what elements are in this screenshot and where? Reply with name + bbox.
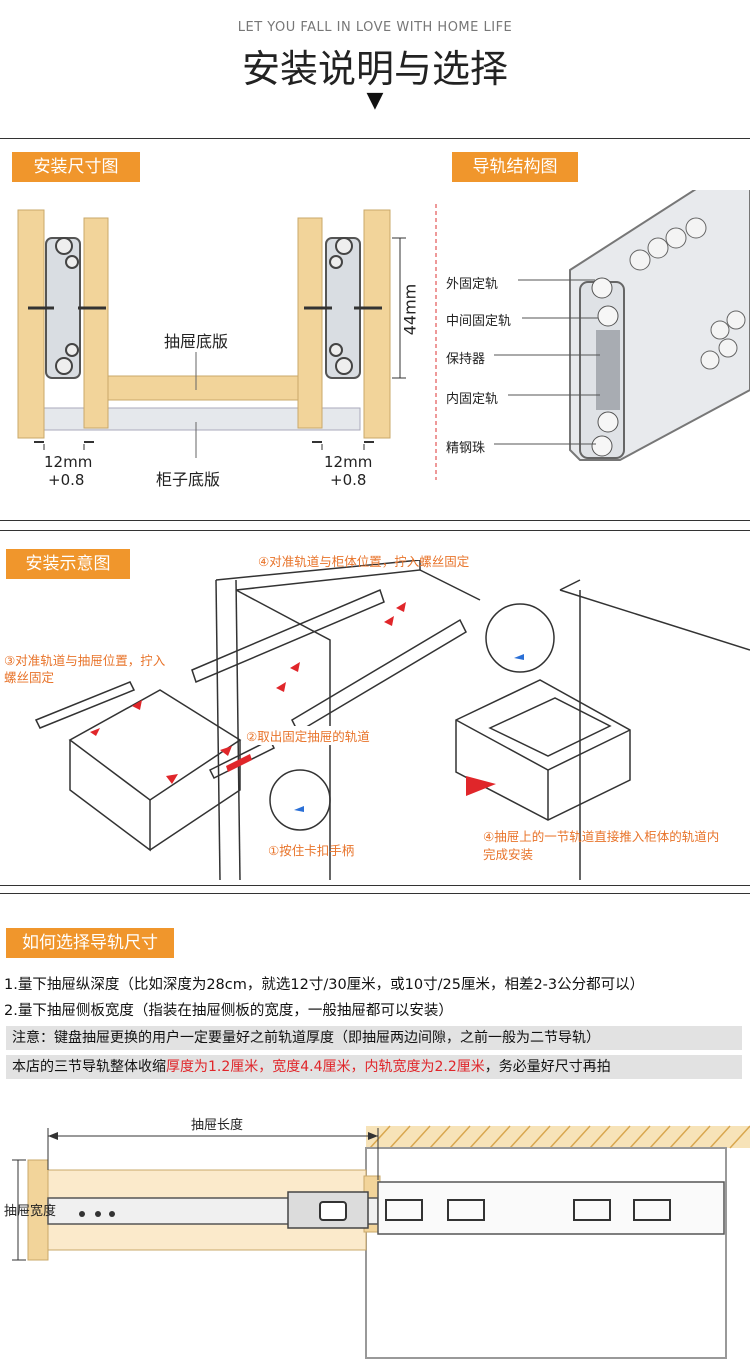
tag-how-to-choose: 如何选择导轨尺寸: [6, 928, 174, 958]
rail-label-balls: 精钢珠: [446, 441, 486, 456]
step4b-line1: ④抽屉上的一节轨道直接推入柜体的轨道内: [483, 829, 720, 844]
rail-label-inner: 内固定轨: [446, 392, 499, 407]
rail-label-retainer: 保持器: [446, 352, 486, 367]
drawer-length-label: 抽屉长度: [188, 1114, 247, 1133]
note2-end: ，务必量好尺寸再拍: [484, 1059, 611, 1075]
cabinet-bottom-label: 柜子底版: [156, 470, 221, 489]
down-arrow-icon: ▼: [366, 88, 384, 113]
rail-structure-diagram: [435, 190, 750, 480]
rail-label-outer: 外固定轨: [446, 277, 499, 292]
divider: [0, 893, 750, 894]
divider: [0, 885, 750, 886]
install-size-diagram: [17, 209, 406, 458]
divider: [0, 520, 750, 521]
rail-label-middle: 中间固定轨: [446, 314, 512, 329]
instruction-line-2: 2.量下抽屉侧板宽度（指装在抽屉侧板的宽度，一般抽屉都可以安装）: [4, 1003, 453, 1019]
gap-right-label: 12mm: [324, 453, 373, 471]
step3-label: ③对准轨道与抽屉位置，拧入 螺丝固定: [4, 652, 165, 686]
instruction-line-1: 1.量下抽屉纵深度（比如深度为28cm，就选12寸/30厘米，或10寸/25厘米…: [4, 977, 645, 993]
tag-install-guide: 安装示意图: [6, 549, 130, 579]
tag-rail-structure: 导轨结构图: [452, 152, 578, 182]
drawer-width-label: 抽屉宽度: [4, 1204, 57, 1219]
gap-left-label: 12mm: [44, 453, 93, 471]
note2-start: 本店的三节导轨整体收缩: [12, 1059, 166, 1075]
divider: [0, 530, 750, 531]
step3-line1: ③对准轨道与抽屉位置，拧入: [4, 653, 166, 668]
step2-label: ②取出固定抽屉的轨道: [246, 726, 370, 745]
install-guide-diagram: [34, 560, 750, 880]
step4-top-label: ④对准轨道与柜体位置，拧入螺丝固定: [258, 554, 470, 569]
divider: [0, 138, 750, 139]
header-subtitle: LET YOU FALL IN LOVE WITH HOME LIFE: [237, 20, 513, 35]
tag-install-size: 安装尺寸图: [12, 152, 140, 182]
note-rail-dimensions: 本店的三节导轨整体收缩厚度为1.2厘米，宽度4.4厘米，内轨宽度为2.2厘米，务…: [6, 1055, 742, 1079]
drawer-bottom-label: 抽屉底版: [162, 328, 231, 352]
step4b-label: ④抽屉上的一节轨道直接推入柜体的轨道内 完成安装: [483, 828, 719, 864]
gap-right-tolerance: +0.8: [330, 471, 367, 489]
page-title: 安装说明与选择: [241, 47, 508, 91]
step4b-line2: 完成安装: [483, 847, 534, 862]
height-label: 44mm: [400, 283, 420, 336]
note2-highlight: 厚度为1.2厘米，宽度4.4厘米，内轨宽度为2.2厘米: [166, 1059, 485, 1075]
drawer-length-diagram: [12, 1125, 750, 1359]
note-keyboard-drawer: 注意：键盘抽屉更换的用户一定要量好之前轨道厚度（即抽屉两边间隙，之前一般为二节导…: [6, 1026, 742, 1050]
step1-label: ①按住卡扣手柄: [268, 843, 355, 858]
gap-left-tolerance: +0.8: [48, 471, 85, 489]
step3-line2: 螺丝固定: [4, 670, 55, 685]
